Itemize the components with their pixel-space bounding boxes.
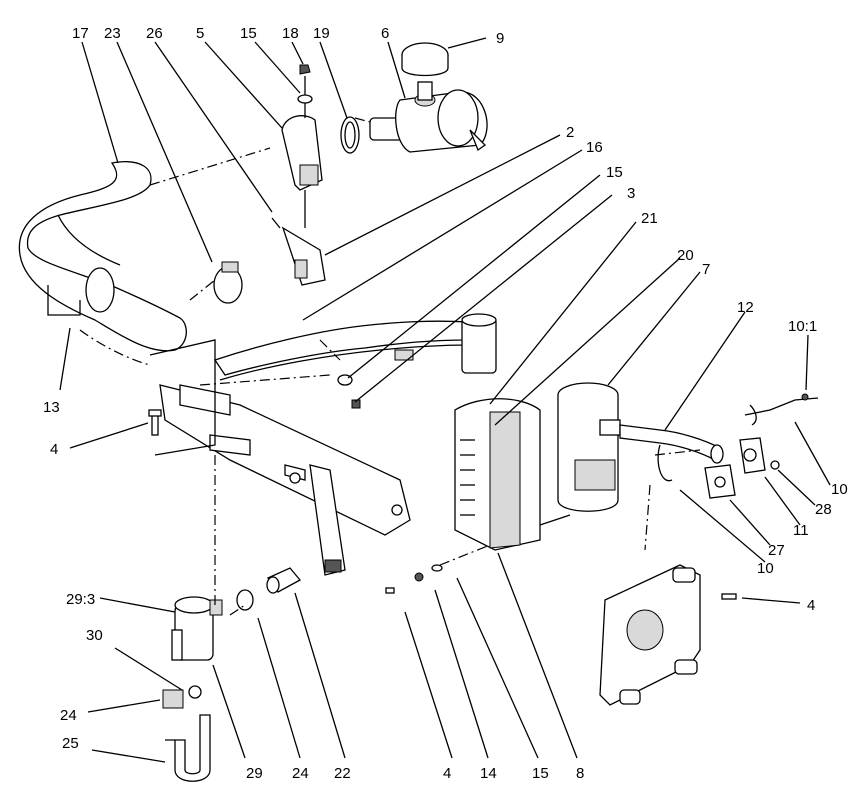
callout-23: 23 [104, 25, 121, 42]
fuel-hose-22 [266, 567, 302, 594]
bolt-4-frame [148, 409, 162, 436]
fuel-line-25 [162, 685, 211, 782]
callout-21: 21 [641, 210, 658, 227]
callout-labels: 17 23 26 5 15 18 19 6 9 2 16 15 3 21 20 … [43, 25, 848, 782]
callout-30: 30 [86, 627, 103, 644]
callout-24-left: 24 [60, 707, 77, 724]
callout-11: 11 [793, 522, 809, 539]
callout-22: 22 [334, 765, 351, 782]
callout-7: 7 [702, 261, 710, 278]
callout-25: 25 [62, 735, 79, 752]
callout-10-1: 10:1 [788, 318, 817, 335]
callout-8: 8 [576, 765, 584, 782]
callout-4-bottom: 4 [443, 765, 451, 782]
hose-clamp-19 [340, 116, 360, 154]
callout-15-top: 15 [240, 25, 257, 42]
callout-10-low: 10 [757, 560, 774, 577]
callout-29: 29 [246, 765, 263, 782]
fuel-filter [171, 596, 223, 661]
hose-clamp-23 [213, 261, 243, 304]
callout-13: 13 [43, 399, 60, 416]
callout-3: 3 [627, 185, 635, 202]
leader-lines [59, 37, 831, 763]
callout-26: 26 [146, 25, 163, 42]
air-cleaner-bracket [281, 115, 323, 191]
callout-28: 28 [815, 501, 832, 518]
assembly-lines [47, 117, 701, 616]
callout-24-bottom: 24 [292, 765, 309, 782]
hose-clamp-24 [236, 589, 254, 611]
callout-5: 5 [196, 25, 204, 42]
callout-12: 12 [737, 299, 754, 316]
callout-15-bottom: 15 [532, 765, 549, 782]
exhaust-flange [704, 437, 780, 499]
support-frame [159, 313, 497, 576]
tail-pipe-clip [744, 393, 819, 426]
callout-16: 16 [586, 139, 603, 156]
callout-10-right: 10 [831, 481, 848, 498]
callout-18: 18 [282, 25, 299, 42]
callout-15-mid: 15 [606, 164, 623, 181]
callout-20: 20 [677, 247, 694, 264]
engine-mount-plate [599, 564, 701, 706]
callout-14: 14 [480, 765, 497, 782]
callout-19: 19 [313, 25, 330, 42]
callout-6: 6 [381, 25, 389, 42]
callout-4-right: 4 [807, 597, 815, 614]
muffler [557, 382, 621, 512]
heat-shield [454, 398, 541, 551]
air-cleaner [369, 81, 488, 153]
intake-hose [18, 161, 187, 352]
callout-4-left: 4 [50, 441, 58, 458]
bolt-4-plate [721, 593, 737, 600]
callout-17: 17 [72, 25, 89, 42]
washer-nut-stack [297, 64, 313, 118]
callout-9: 9 [496, 30, 504, 47]
callout-2: 2 [566, 124, 574, 141]
bolt-washer-stack [385, 564, 443, 594]
mounting-plate [271, 190, 326, 286]
callout-27: 27 [768, 542, 785, 559]
air-cleaner-cap [401, 42, 449, 77]
exhaust-pipe [619, 424, 724, 482]
callout-29-3: 29:3 [66, 591, 95, 608]
